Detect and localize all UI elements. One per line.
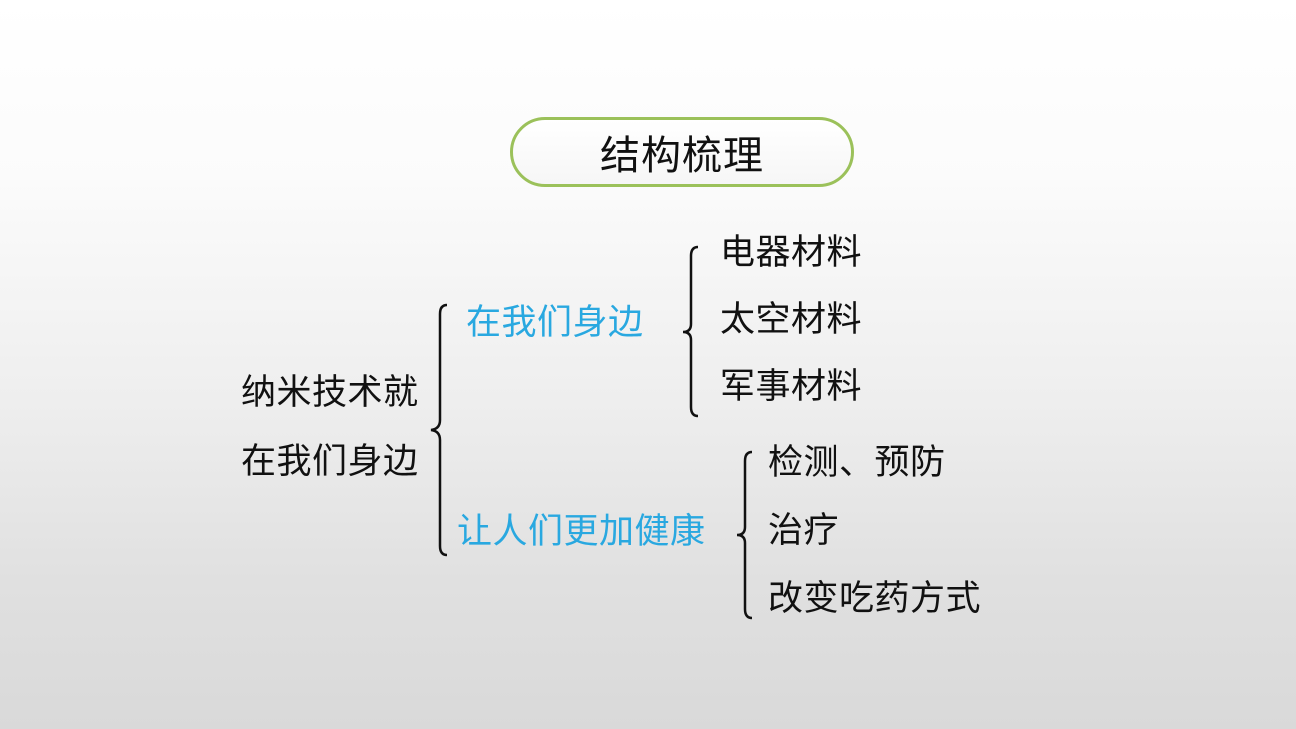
- leaf-item: 军事材料: [720, 367, 863, 407]
- brace-branch-1: [682, 245, 699, 418]
- leaf-item: 治疗: [768, 511, 840, 551]
- title-pill: 结构梳理: [510, 117, 854, 187]
- leaf-item: 检测、预防: [768, 443, 946, 483]
- page-title: 结构梳理: [600, 133, 764, 179]
- branch-label-healthier: 让人们更加健康: [457, 512, 706, 552]
- root-line-2: 在我们身边: [241, 442, 419, 482]
- brace-root: [430, 303, 448, 557]
- brace-branch-2: [736, 450, 753, 620]
- leaf-item: 改变吃药方式: [768, 579, 982, 619]
- root-line-1: 纳米技术就: [241, 373, 419, 413]
- leaf-item: 电器材料: [720, 233, 863, 273]
- branch-label-around-us: 在我们身边: [466, 303, 644, 343]
- leaf-item: 太空材料: [720, 300, 863, 340]
